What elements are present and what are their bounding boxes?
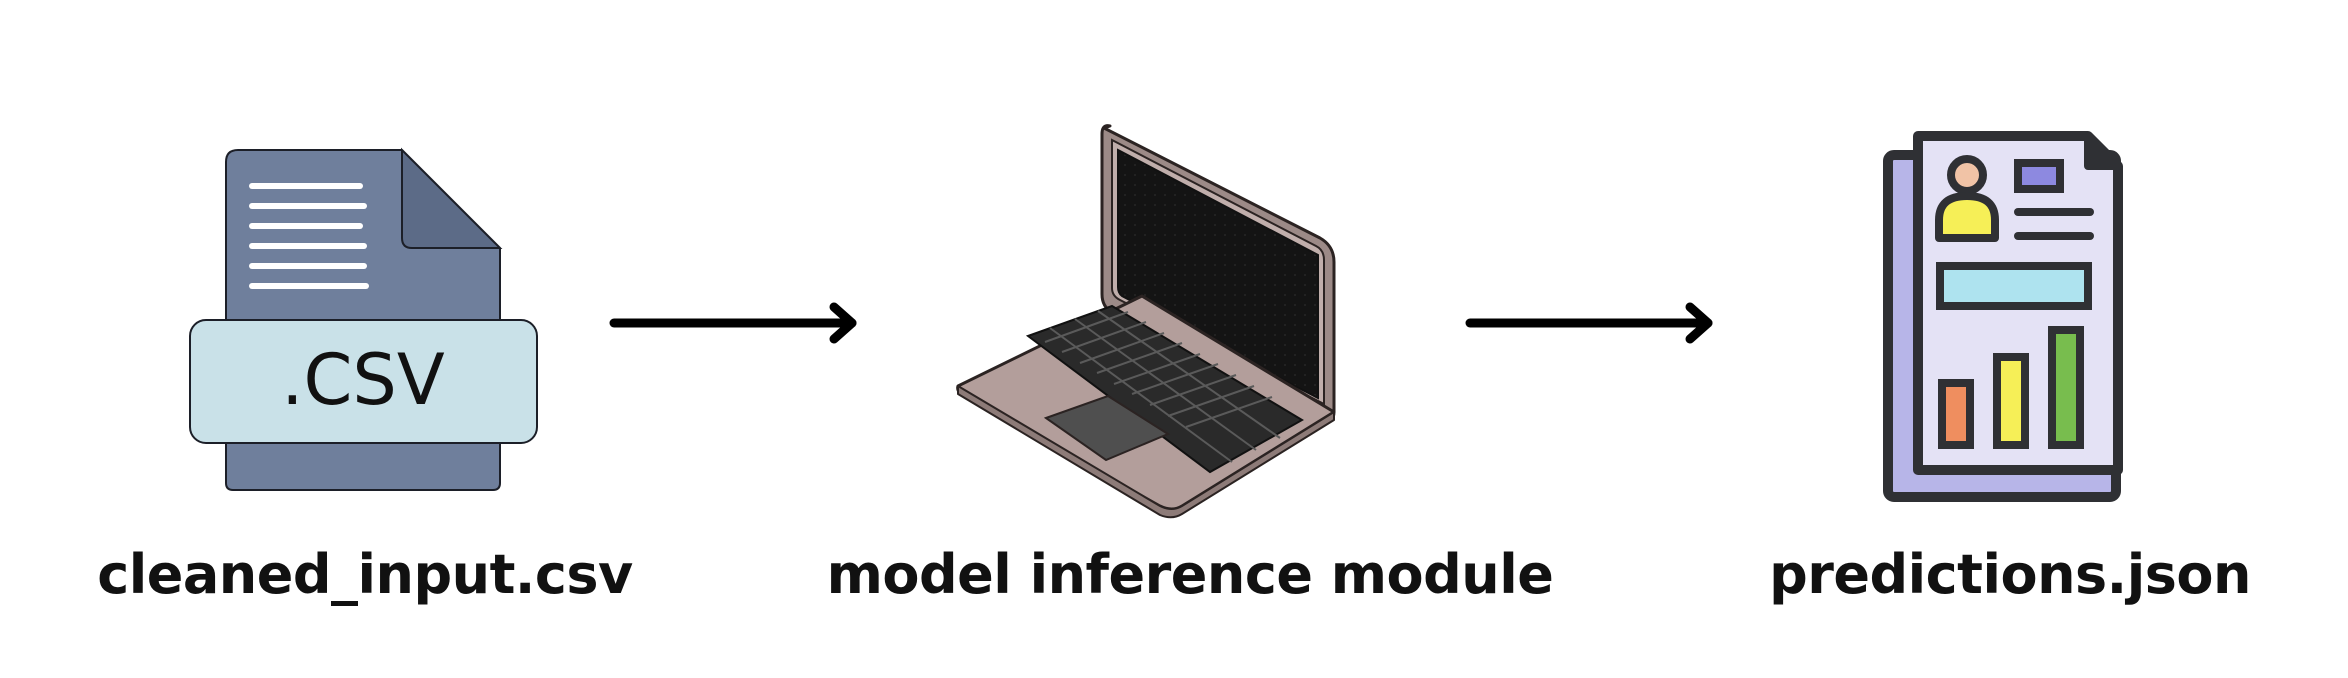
node-caption-output: predictions.json [1769,543,2251,606]
avatar-icon [1935,155,1999,242]
csv-file-icon: .CSV [189,147,538,491]
arrow-input-to-model [609,302,857,344]
csv-badge-label: .CSV [281,339,445,421]
laptop-icon [956,124,1336,519]
node-caption-input: cleaned_input.csv [97,543,633,606]
node-caption-model: model inference module [826,543,1554,606]
csv-badge [189,319,538,444]
report-document-icon [1883,131,2123,502]
bar-chart-graphic [1938,326,2084,449]
text-lines [249,183,369,289]
laptop-trackpad [1043,394,1171,462]
arrow-model-to-output [1465,302,1713,344]
